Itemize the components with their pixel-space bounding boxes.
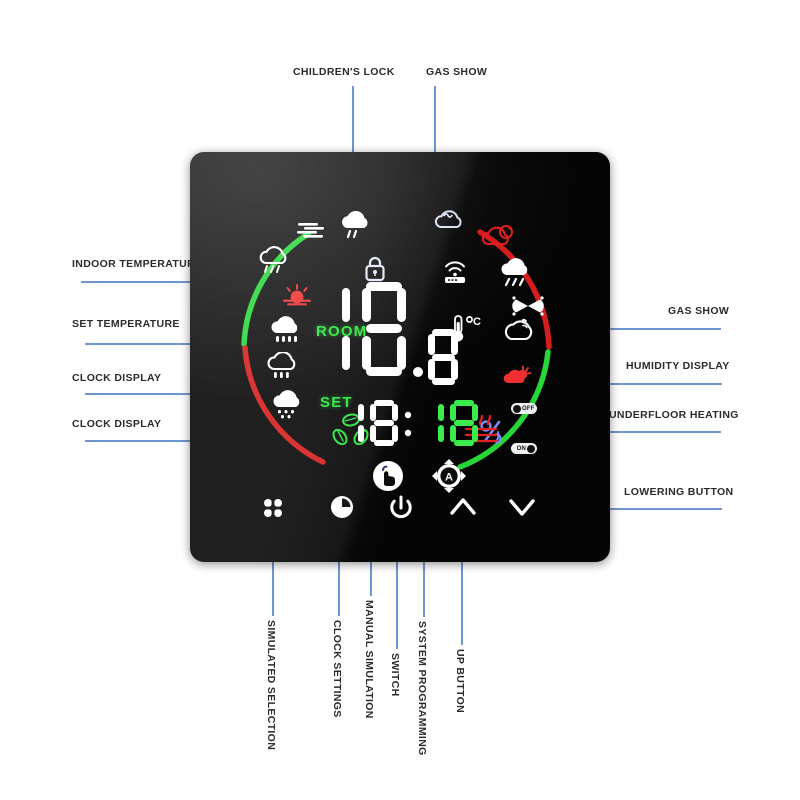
- clock-right-digit-2: [450, 400, 478, 446]
- status-toggle-off: OFF: [511, 403, 537, 414]
- thermostat-panel[interactable]: ROOM SET: [190, 152, 610, 562]
- toggle-on-dot: [527, 444, 535, 453]
- clock-right-digit-1: [438, 404, 444, 442]
- svg-text:C: C: [473, 316, 481, 328]
- clock-left-colon: [404, 411, 412, 437]
- toggle-on-text: ON: [516, 445, 526, 452]
- status-toggle-on: ON: [511, 443, 537, 454]
- callout-label-clock-display-1: CLOCK DISPLAY: [72, 372, 162, 384]
- mode-set-label: SET: [320, 394, 353, 411]
- callout-label-humidity-display: HUMIDITY DISPLAY: [626, 360, 730, 372]
- temp-digit-3: [428, 329, 458, 385]
- svg-text:A: A: [445, 472, 453, 484]
- callout-label-indoor-temperature: INDOOR TEMPERATURE: [72, 258, 203, 270]
- callout-label-switch: SWITCH: [389, 653, 401, 697]
- leader-switch: [396, 523, 398, 649]
- up-button[interactable]: [449, 495, 477, 524]
- temp-digit-2: [362, 282, 406, 376]
- callout-label-childrens-lock: CHILDREN'S LOCK: [293, 66, 395, 78]
- simulated-selection-button[interactable]: [261, 496, 285, 525]
- toggle-off-text: OFF: [522, 405, 535, 412]
- leader-clock-settings: [338, 523, 340, 616]
- dial-area: ROOM SET: [208, 162, 592, 493]
- callout-label-lowering-button: LOWERING BUTTON: [624, 486, 734, 498]
- clock-settings-button[interactable]: [329, 494, 355, 525]
- callout-label-clock-settings: CLOCK SETTINGS: [331, 620, 343, 718]
- switch-power-button[interactable]: [388, 494, 414, 525]
- callout-label-system-programming: SYSTEM PROGRAMMING: [416, 621, 428, 756]
- mode-room-label: ROOM: [316, 323, 368, 340]
- callout-label-set-temperature: SET TEMPERATURE: [72, 318, 180, 330]
- clock-left-digit-2: [370, 400, 398, 446]
- callout-label-manual-simulation: MANUAL SIMULATION: [363, 600, 375, 719]
- callout-label-up-button: UP BUTTON: [454, 649, 466, 714]
- lowering-button[interactable]: [508, 495, 536, 524]
- leader-lowering-button: [523, 508, 722, 510]
- leader-gas-show-right: [513, 328, 721, 330]
- callout-label-simulated-selection: SIMULATED SELECTION: [265, 620, 277, 751]
- callout-label-underfloor-heating: UNDERFLOOR HEATING: [609, 409, 739, 421]
- leader-simulated-selection: [272, 523, 274, 616]
- leader-up-button: [461, 518, 463, 645]
- dial-arcs: [241, 229, 552, 470]
- toggle-off-dot: [513, 404, 521, 413]
- callout-label-clock-display-2: CLOCK DISPLAY: [72, 418, 162, 430]
- callout-label-gas-show-right: GAS SHOW: [668, 305, 730, 317]
- clock-left-digit-1: [358, 404, 364, 442]
- callout-label-gas-show-top: GAS SHOW: [426, 66, 488, 78]
- temp-digit-1: [342, 288, 350, 370]
